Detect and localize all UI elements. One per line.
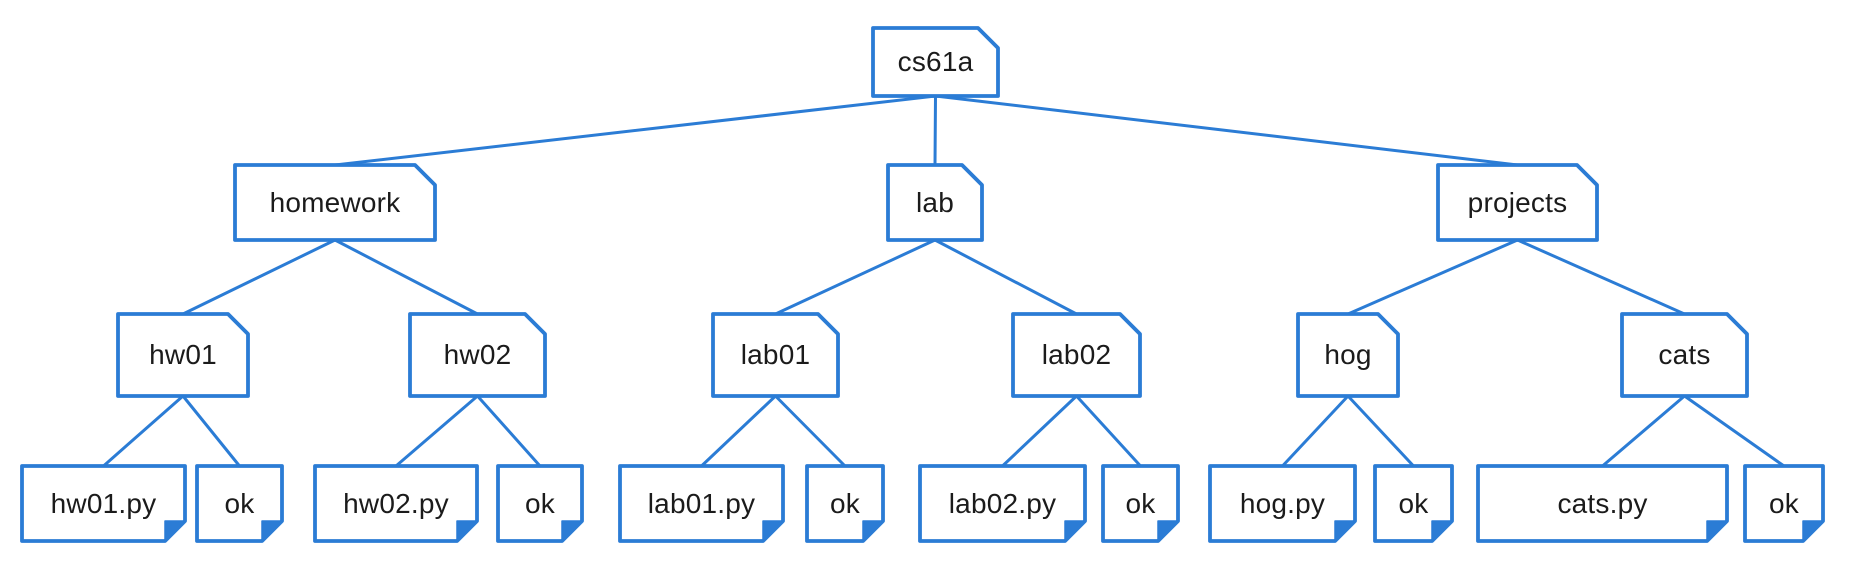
tree-edge-lab01-lab01py [700, 394, 777, 468]
tree-edge-projects-hog [1346, 238, 1519, 316]
tree-edge-cs61a-lab [933, 94, 937, 167]
folder-label-cats: cats [1658, 339, 1711, 370]
tree-edge-homework-hw02 [333, 238, 479, 316]
tree-edge-homework-hw01 [181, 238, 337, 316]
folder-label-cs61a: cs61a [897, 46, 974, 77]
file-label-ok5: ok [1398, 487, 1429, 519]
file-label-lab02py: lab02.py [948, 487, 1057, 519]
file-label-ok1: ok [224, 487, 255, 519]
folder-shape-homework [233, 163, 437, 242]
tree-edge-hw01-hw01py [102, 394, 185, 468]
tree-edge-lab-lab01 [774, 238, 937, 316]
file-label-catspy: cats.py [1557, 487, 1648, 519]
file-label-lab01py: lab01.py [647, 487, 756, 519]
folded-corner-icon-hw01py [164, 520, 186, 542]
folder-label-hog: hog [1324, 339, 1372, 370]
folded-corner-icon-catspy [1706, 520, 1728, 542]
folder-shape-lab [886, 163, 984, 242]
tree-edge-lab02-ok4 [1075, 394, 1142, 468]
folder-shape-cats [1620, 312, 1749, 398]
folder-shape-lab01 [711, 312, 840, 398]
file-label-hogpy: hog.py [1239, 487, 1326, 519]
folded-corner-icon-ok6 [1802, 520, 1824, 542]
folder-shape-hw02 [408, 312, 547, 398]
folder-shape-projects [1436, 163, 1599, 242]
folded-corner-icon-ok2 [561, 520, 583, 542]
tree-edge-hw02-ok2 [476, 394, 542, 468]
tree-edge-cs61a-homework [333, 94, 937, 167]
tree-edge-projects-cats [1516, 238, 1686, 316]
tree-edge-hw02-hw02py [394, 394, 479, 468]
folded-corner-icon-lab02py [1064, 520, 1086, 542]
folded-corner-icon-ok5 [1431, 520, 1453, 542]
folded-corner-icon-ok4 [1157, 520, 1179, 542]
folder-label-lab: lab [916, 186, 954, 218]
tree-edge-hw01-ok1 [181, 394, 241, 468]
folder-label-homework: homework [269, 186, 401, 218]
folder-label-projects: projects [1467, 186, 1568, 218]
tree-edge-cs61a-projects [934, 94, 1519, 167]
folder-shape-hog [1296, 312, 1400, 398]
folder-shape-lab02 [1011, 312, 1142, 398]
file-label-ok6: ok [1769, 487, 1799, 519]
folder-label-hw02: hw02 [443, 339, 512, 370]
folder-label-hw01: hw01 [149, 339, 217, 370]
tree-edge-lab02-lab02py [1001, 394, 1078, 468]
folder-label-lab02: lab02 [1041, 339, 1112, 370]
folder-label-lab01: lab01 [740, 339, 811, 370]
folded-corner-icon-lab01py [762, 520, 784, 542]
tree-edge-cats-catspy [1601, 394, 1686, 468]
folder-shape-hw01 [116, 312, 250, 398]
tree-edge-hog-ok5 [1346, 394, 1415, 468]
folded-corner-icon-hw02py [456, 520, 478, 542]
tree-edge-lab01-ok3 [774, 394, 847, 468]
file-label-hw01py: hw01.py [50, 487, 157, 519]
file-label-hw02py: hw02.py [343, 487, 449, 519]
file-label-ok3: ok [830, 487, 860, 519]
folded-corner-icon-ok1 [261, 520, 283, 542]
tree-edge-lab-lab02 [933, 238, 1078, 316]
folded-corner-icon-hogpy [1334, 520, 1356, 542]
file-label-ok2: ok [525, 487, 555, 519]
tree-edge-hog-hogpy [1281, 394, 1350, 468]
file-label-ok4: ok [1125, 487, 1156, 519]
tree-edge-cats-ok6 [1683, 394, 1786, 468]
folder-shape-cs61a [871, 26, 1000, 98]
folded-corner-icon-ok3 [862, 520, 884, 542]
